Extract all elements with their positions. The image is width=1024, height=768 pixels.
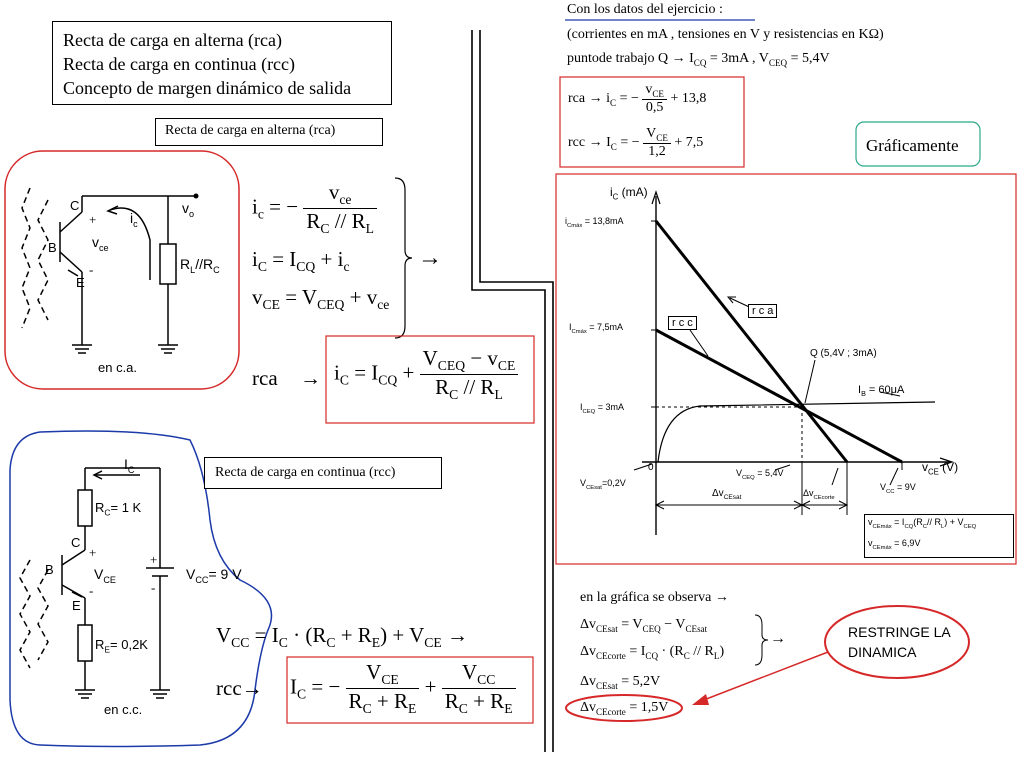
graph-rca-tag: r c a (748, 304, 778, 318)
obs-line-4: ΔvCEcorte = 1,5V (580, 700, 669, 717)
graph-vcc: VCC = 9V (880, 482, 916, 495)
ib-curve (657, 401, 936, 463)
dc-label-b: B (45, 562, 54, 577)
graph-dvcorte: ΔvCEcorte (803, 488, 835, 501)
rca-line (654, 220, 849, 463)
obs-heading: en la gráfica se observa → (580, 590, 729, 605)
rcc-word: rcc→ (216, 676, 263, 700)
graph (633, 190, 954, 535)
graph-vcemax-2: vCEmáx = 6,9V (868, 538, 921, 551)
dc-label-plus2: + (150, 552, 158, 567)
graph-yaxis-label: iC (mA) (610, 185, 648, 202)
ac-eq-2: iC = ICQ + ic (252, 247, 350, 275)
dc-circuit (19, 467, 174, 699)
restringe-text-1: RESTRINGE LA (848, 624, 951, 640)
dc-label-minus2: - (151, 580, 156, 595)
rcc-box (286, 656, 534, 724)
graph-icmax-a: iCmáx = 13,8mA (565, 216, 624, 229)
dc-label-e: E (72, 598, 81, 613)
ac-label-ic: ic (130, 210, 138, 229)
obs-line-2: ΔvCEcorte = ICQ · (RC // RL) (580, 644, 725, 661)
divider-inner (479, 30, 554, 752)
rca-word: rca (252, 366, 278, 390)
title-box: Recta de carga en alterna (rca) Recta de… (52, 21, 392, 105)
divider-outer (471, 30, 546, 752)
ac-label-vo: vo (182, 200, 195, 219)
graficamente-label: Gráficamente (866, 136, 959, 155)
rca-box (325, 335, 535, 424)
restringe-ellipse (824, 605, 970, 679)
ac-label-load: RL//RC (180, 256, 220, 275)
ac-circuit-frame (4, 150, 240, 390)
graph-vceq: VCEQ = 5,4V (736, 468, 784, 481)
graph-icq: ICEQ = 3mA (580, 402, 624, 415)
graph-ib-label: IB = 60μA (858, 384, 905, 399)
rcc-label-box: Recta de carga en continua (rcc) (204, 457, 442, 489)
exercise-rca-rcc-box (559, 76, 745, 168)
ac-caption: en c.a. (98, 360, 138, 375)
graficamente-frame (855, 121, 981, 167)
brace (394, 177, 413, 339)
graph-icmax-b: ICmáx = 7,5mA (569, 322, 624, 335)
ac-label-e: E (76, 275, 85, 290)
exercise-qpoint: puntode trabajo Q → ICQ = 3mA , VCEQ = 5… (567, 51, 830, 68)
ac-label-c: C (70, 198, 80, 213)
graph-vcesat: VCEsat=0,2V (580, 478, 626, 491)
title-line-3: Concepto de margen dinámico de salida (63, 78, 352, 98)
title-line-1: Recta de carga en alterna (rca) (63, 30, 283, 50)
exercise-units: (corrientes en mA , tensiones en V y res… (567, 27, 884, 42)
obs-line-1: ΔvCEsat = VCEQ − VCEsat (580, 617, 708, 634)
ac-circuit (21, 187, 196, 354)
dc-label-vce: VCE (94, 566, 116, 585)
graph-dvsat: ΔvCEsat (712, 488, 742, 501)
obs-line-3: ΔvCEsat = 5,2V (580, 674, 661, 691)
dc-label-re: RE= 0,2K (95, 637, 148, 655)
ac-label-vce: vce (92, 234, 109, 253)
dc-label-c: C (71, 535, 81, 550)
rca-arrow: → (300, 366, 321, 390)
ac-eq-3: vCE = VCEQ + vce (252, 285, 390, 313)
dc-label-plus1: + (89, 545, 97, 560)
dc-caption: en c.c. (104, 702, 143, 717)
dc-label-minus1: - (89, 583, 94, 598)
graph-vcemax-box: vCEmáx = ICQ(RC// RL) + VCEQ vCEmáx = 6,… (864, 514, 1014, 558)
ac-label-plus: + (89, 212, 97, 227)
graph-origin: 0 (648, 462, 654, 473)
ac-label-minus: - (89, 262, 94, 277)
rca-label-box: Recta de carga en alterna (rca) (155, 118, 383, 146)
dc-label-ic: IC (124, 456, 135, 475)
ac-label-b: B (48, 240, 57, 255)
dvcorte-ellipse (565, 694, 683, 722)
dc-eq-1: VCC = IC · (RC + RE) + VCE → (216, 623, 468, 651)
graph-rcc-tag: r c c (668, 316, 697, 330)
rcc-line (655, 328, 903, 464)
graph-q-label: Q (5,4V ; 3mA) (810, 348, 877, 359)
dc-label-rc: RC= 1 K (95, 500, 142, 518)
obs-arrow: → (770, 630, 786, 647)
restringe-text-2: DINAMICA (848, 644, 917, 660)
title-line-2: Recta de carga en continua (rcc) (63, 54, 296, 74)
graph-vcemax-1: vCEmáx = ICQ(RC// RL) + VCEQ (868, 517, 977, 530)
ac-brace-arrow: → (418, 245, 442, 271)
exercise-heading: Con los datos del ejercicio : (567, 2, 723, 17)
dc-label-vcc: VCC= 9 V (186, 566, 242, 585)
graph-xaxis-label: vCE (V) (922, 460, 959, 477)
graph-frame (555, 173, 1017, 565)
dc-circuit-frame (9, 430, 273, 748)
